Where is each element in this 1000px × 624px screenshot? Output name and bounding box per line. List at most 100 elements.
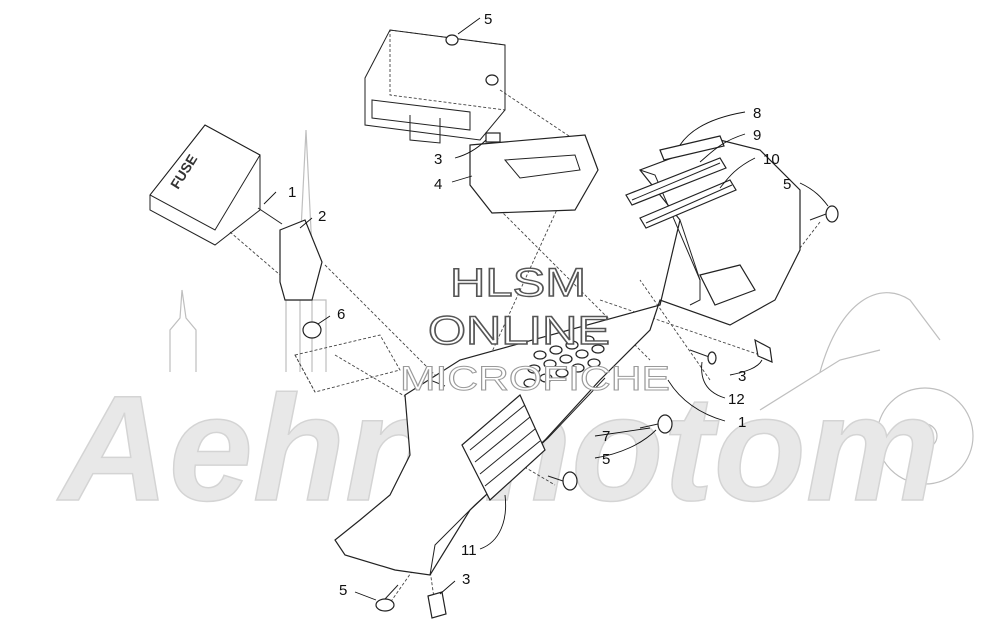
decal-line bbox=[484, 440, 541, 487]
vent-hole bbox=[533, 350, 547, 360]
fender-vent-holes bbox=[523, 335, 605, 388]
bracket-slot bbox=[503, 154, 581, 179]
watermark-microfiche-text: MICROFICHE bbox=[400, 360, 670, 398]
rubber-grommet bbox=[302, 321, 322, 339]
assembly-line bbox=[324, 264, 461, 401]
screw-shank bbox=[639, 423, 659, 429]
fuse-box: FUSE bbox=[149, 124, 261, 246]
frame-tube-edge bbox=[294, 354, 316, 393]
leader-line bbox=[451, 175, 473, 183]
callout-5: 5 bbox=[339, 582, 347, 599]
label-line bbox=[645, 184, 733, 224]
leader-line bbox=[719, 157, 756, 189]
leader-line bbox=[454, 139, 487, 159]
vent-hole bbox=[591, 344, 605, 354]
screw-shank bbox=[547, 475, 564, 482]
callout-10: 10 bbox=[763, 151, 780, 168]
vent-hole bbox=[549, 345, 563, 355]
leader-line bbox=[799, 182, 829, 207]
fender-decal-11 bbox=[461, 394, 546, 501]
hardware bbox=[375, 205, 839, 619]
screw-head bbox=[562, 471, 578, 491]
ecu-mounting-bracket bbox=[469, 134, 599, 214]
leader-line bbox=[317, 315, 331, 325]
fender-warning-labels bbox=[625, 135, 737, 229]
fuse-box-label: FUSE bbox=[167, 151, 200, 191]
ecu-connector bbox=[371, 99, 471, 131]
watermark-tower-left bbox=[169, 289, 197, 372]
callout-12: 12 bbox=[728, 391, 745, 408]
speed-nut bbox=[427, 591, 447, 619]
ecu-bracket bbox=[469, 132, 599, 214]
fender-side-plate bbox=[699, 264, 756, 306]
screw-bottom bbox=[375, 584, 399, 612]
frame-tube-outline bbox=[294, 334, 401, 393]
rivet bbox=[429, 379, 446, 387]
callout-5: 5 bbox=[783, 176, 791, 193]
vent-hole bbox=[565, 340, 579, 350]
vent-hole bbox=[575, 349, 589, 359]
decal-line bbox=[469, 404, 526, 451]
screw-shank bbox=[384, 584, 399, 600]
vent-hole bbox=[527, 364, 541, 374]
callout-7: 7 bbox=[602, 428, 610, 445]
leader-line bbox=[667, 379, 726, 422]
leader-line bbox=[457, 17, 481, 35]
fuse-box-bracket bbox=[279, 219, 323, 301]
assembly-line bbox=[599, 299, 761, 356]
vent-hole bbox=[581, 335, 595, 345]
leader-line bbox=[439, 580, 456, 595]
callout-11: 11 bbox=[461, 542, 477, 559]
callout-3: 3 bbox=[434, 151, 442, 168]
callout-1: 1 bbox=[288, 184, 296, 201]
screw-head bbox=[657, 414, 673, 434]
callout-5: 5 bbox=[484, 11, 492, 28]
watermark-hlsm: HLSM ONLINE MICROFICHE bbox=[400, 260, 671, 398]
vent-hole bbox=[559, 354, 573, 364]
warning-label-8 bbox=[659, 135, 725, 161]
leader-line bbox=[594, 427, 651, 437]
rubber-grommet bbox=[445, 34, 459, 46]
screw-head bbox=[825, 205, 839, 223]
screw-7 bbox=[639, 414, 673, 434]
leader-lines bbox=[263, 17, 829, 601]
rear-fender bbox=[334, 135, 801, 576]
leader-line bbox=[299, 217, 313, 229]
vent-hole bbox=[543, 359, 557, 369]
screw-shank bbox=[809, 213, 827, 221]
fuse-box-body bbox=[149, 124, 261, 246]
decal-line bbox=[479, 428, 536, 475]
callout-labels: 5 8 9 10 3 4 5 1 2 6 3 12 1 7 5 11 5 3 bbox=[288, 11, 791, 599]
callout-8: 8 bbox=[753, 105, 761, 122]
callout-5: 5 bbox=[602, 451, 610, 468]
leader-line bbox=[701, 361, 726, 399]
watermark-hlsm-text: HLSM bbox=[450, 261, 586, 305]
assembly-line bbox=[639, 279, 711, 381]
vent-hole bbox=[555, 368, 569, 378]
label-line bbox=[631, 162, 721, 201]
screw-head bbox=[375, 598, 395, 612]
leader-line bbox=[679, 111, 746, 146]
frame-tube bbox=[294, 334, 401, 393]
ecu-module bbox=[364, 29, 506, 144]
speed-nut bbox=[754, 338, 773, 363]
decal-line bbox=[474, 416, 531, 463]
speed-nut bbox=[485, 132, 501, 143]
watermark-motorcycle-fork bbox=[759, 349, 881, 411]
watermark-motorcycle-frame bbox=[819, 292, 941, 373]
rivet bbox=[257, 207, 283, 225]
callout-4: 4 bbox=[434, 176, 442, 193]
fuse-bracket bbox=[257, 207, 323, 339]
leader-line bbox=[699, 133, 746, 163]
rubber-grommet bbox=[485, 74, 499, 86]
screw-center bbox=[547, 471, 578, 491]
fender-crease bbox=[679, 219, 701, 281]
callout-3: 3 bbox=[462, 571, 470, 588]
callout-2: 2 bbox=[318, 208, 326, 225]
watermark-motorcycle-wheel bbox=[876, 387, 974, 485]
rivet-12 bbox=[689, 349, 717, 365]
fender-lower-edge bbox=[429, 377, 606, 576]
watermark-motorcycle-hub bbox=[912, 423, 938, 449]
callout-1: 1 bbox=[738, 414, 746, 431]
